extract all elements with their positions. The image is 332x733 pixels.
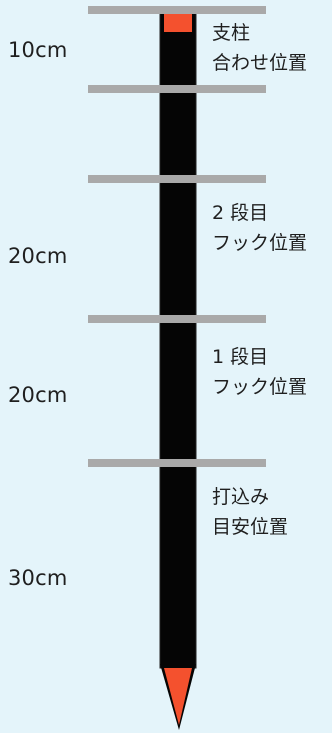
- note-hook-2-line1: 2 段目: [212, 202, 269, 224]
- dimension-label-10cm: 10cm: [8, 38, 68, 62]
- note-hook-2: 2 段目 フック位置: [212, 198, 307, 258]
- post-body: [159, 9, 197, 669]
- note-drive-depth: 打込み 目安位置: [212, 482, 288, 542]
- post-top-cap: [164, 10, 192, 32]
- note-drive-depth-line1: 打込み: [212, 486, 270, 508]
- rule-top: [88, 6, 266, 14]
- dimension-label-30cm: 30cm: [8, 566, 68, 590]
- rule-joint: [88, 85, 266, 93]
- dimension-label-20cm-upper: 20cm: [8, 244, 68, 268]
- note-post-joint-line1: 支柱: [212, 22, 251, 44]
- note-post-joint-line2: 合わせ位置: [212, 52, 308, 74]
- note-hook-2-line2: フック位置: [212, 232, 308, 254]
- post-tip-color: [164, 668, 192, 725]
- note-hook-1-line1: 1 段目: [212, 346, 269, 368]
- dimension-label-20cm-lower: 20cm: [8, 383, 68, 407]
- rule-hook-2: [88, 175, 266, 183]
- rule-drive: [88, 459, 266, 467]
- note-post-joint: 支柱 合わせ位置: [212, 18, 307, 78]
- note-hook-1-line2: フック位置: [212, 376, 308, 398]
- note-drive-depth-line2: 目安位置: [212, 516, 289, 538]
- rule-hook-1: [88, 315, 266, 323]
- note-hook-1: 1 段目 フック位置: [212, 342, 307, 402]
